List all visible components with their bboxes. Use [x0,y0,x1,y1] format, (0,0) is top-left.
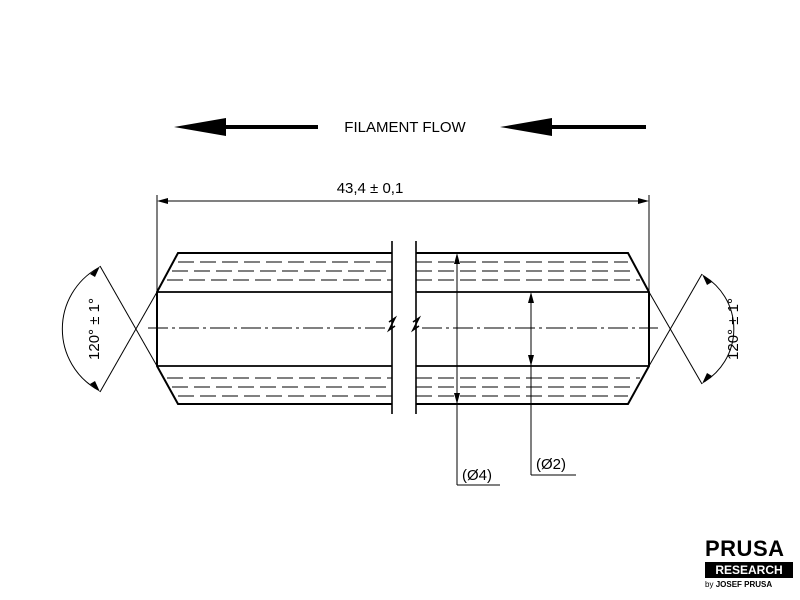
prusa-research-logo: PRUSA RESEARCH by JOSEF PRUSA [705,538,793,594]
filament-flow-label: FILAMENT FLOW [344,119,466,136]
logo-name: PRUSA [705,536,785,561]
outer-diameter-label: (Ø4) [462,467,492,484]
flow-arrow-left [174,118,318,136]
inner-diameter-label: (Ø2) [536,456,566,473]
length-dimension-label: 43,4 ± 0,1 [337,180,404,197]
logo-author: JOSEF PRUSA [715,580,773,589]
logo-subtitle: by JOSEF PRUSA [705,580,793,590]
length-dimension [156,195,650,292]
angle-dimension-left [61,265,158,393]
logo-by: by [705,580,714,589]
break-lines [386,241,422,414]
angle-left-label: 120° ± 1° [86,298,103,360]
tube-right-segment [416,252,650,405]
angle-right-label: 120° ± 1° [725,298,742,360]
tube-left-segment [156,252,392,405]
inner-diameter-dimension [528,292,576,476]
logo-research: RESEARCH [705,562,793,578]
angle-dimension-right [648,273,735,385]
outer-diameter-dimension [454,253,500,486]
flow-arrow-right [500,118,646,136]
